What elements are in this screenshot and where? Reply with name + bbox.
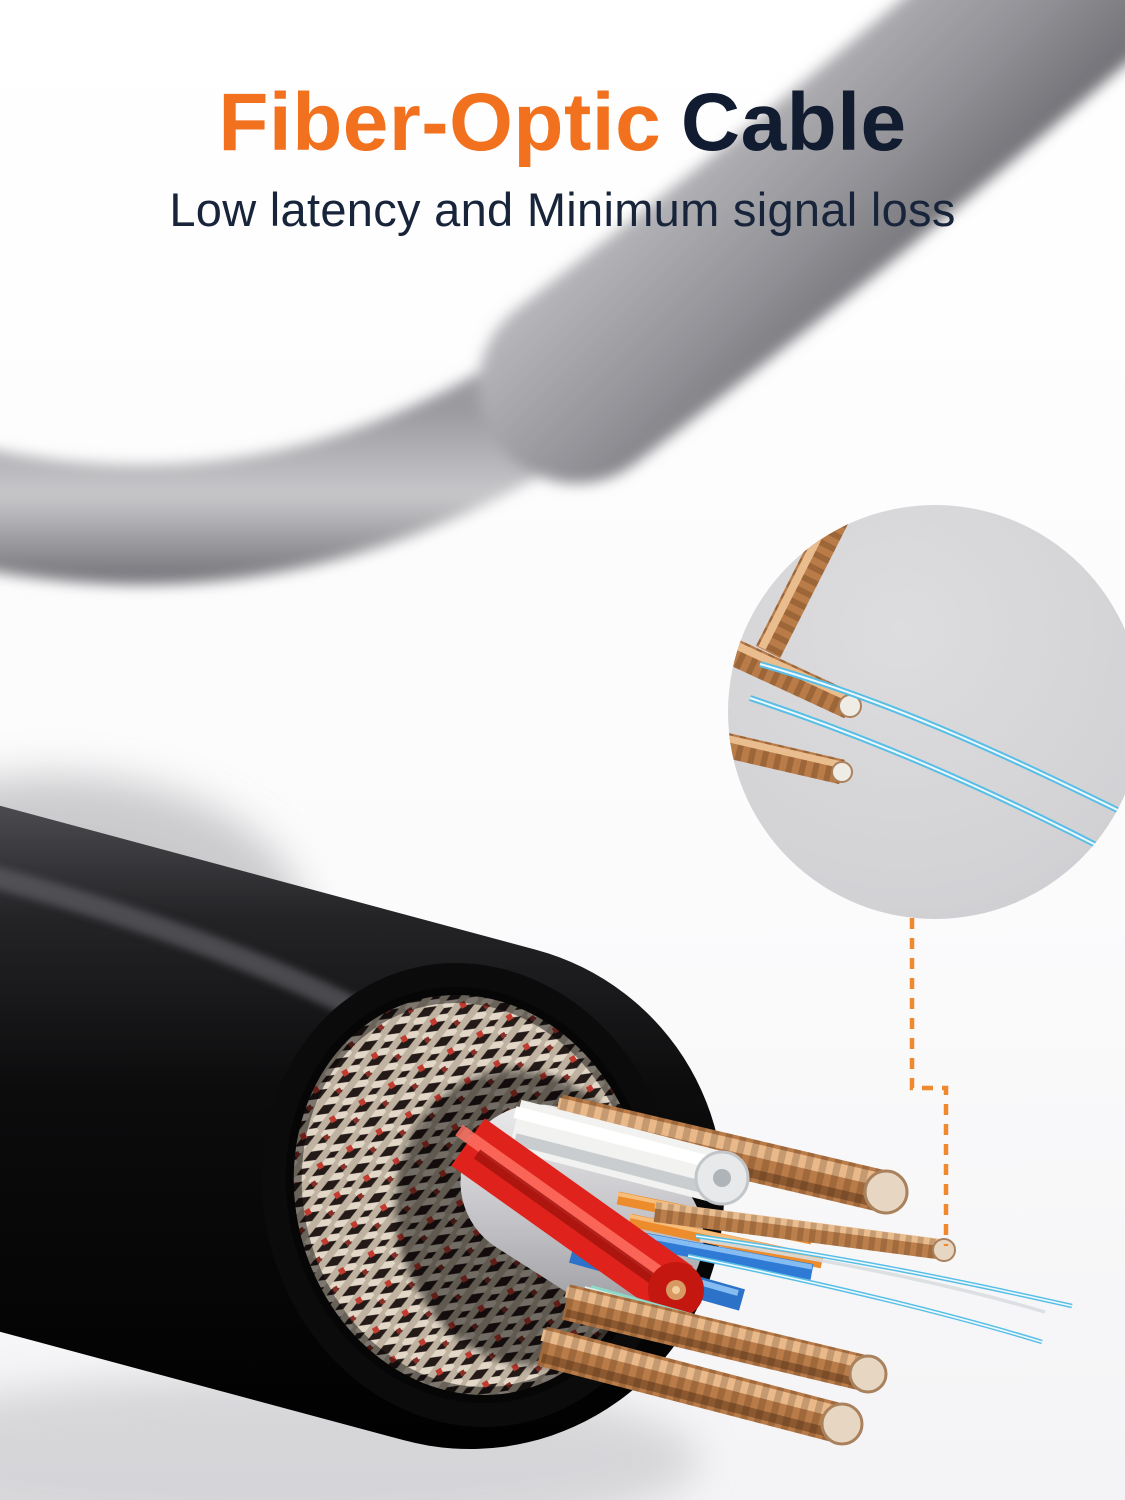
- fiber-strands: [687, 1233, 1073, 1345]
- wire-copper-thin: [653, 1201, 956, 1262]
- wire-copper-bottom-2: [536, 1326, 864, 1446]
- subtitle: Low latency and Minimum signal loss: [169, 183, 956, 237]
- title-rest: Cable: [680, 77, 907, 168]
- magnifier-inset: [728, 505, 1125, 919]
- wire-white: [508, 1099, 750, 1206]
- black-cable-cutaway: [0, 775, 1073, 1500]
- wire-copper-bottom-1: [561, 1284, 888, 1394]
- magnifier-circle: [728, 505, 1125, 919]
- callout-dashed-line: [909, 918, 949, 1246]
- jacket-highlight: [0, 867, 404, 1040]
- wire-red: [451, 1118, 704, 1318]
- title-highlight: Fiber-Optic: [218, 77, 662, 168]
- wire-bundle: [451, 1094, 1073, 1446]
- fiber-strands-closeup: [749, 661, 1125, 871]
- gray-cable: [0, 0, 1125, 585]
